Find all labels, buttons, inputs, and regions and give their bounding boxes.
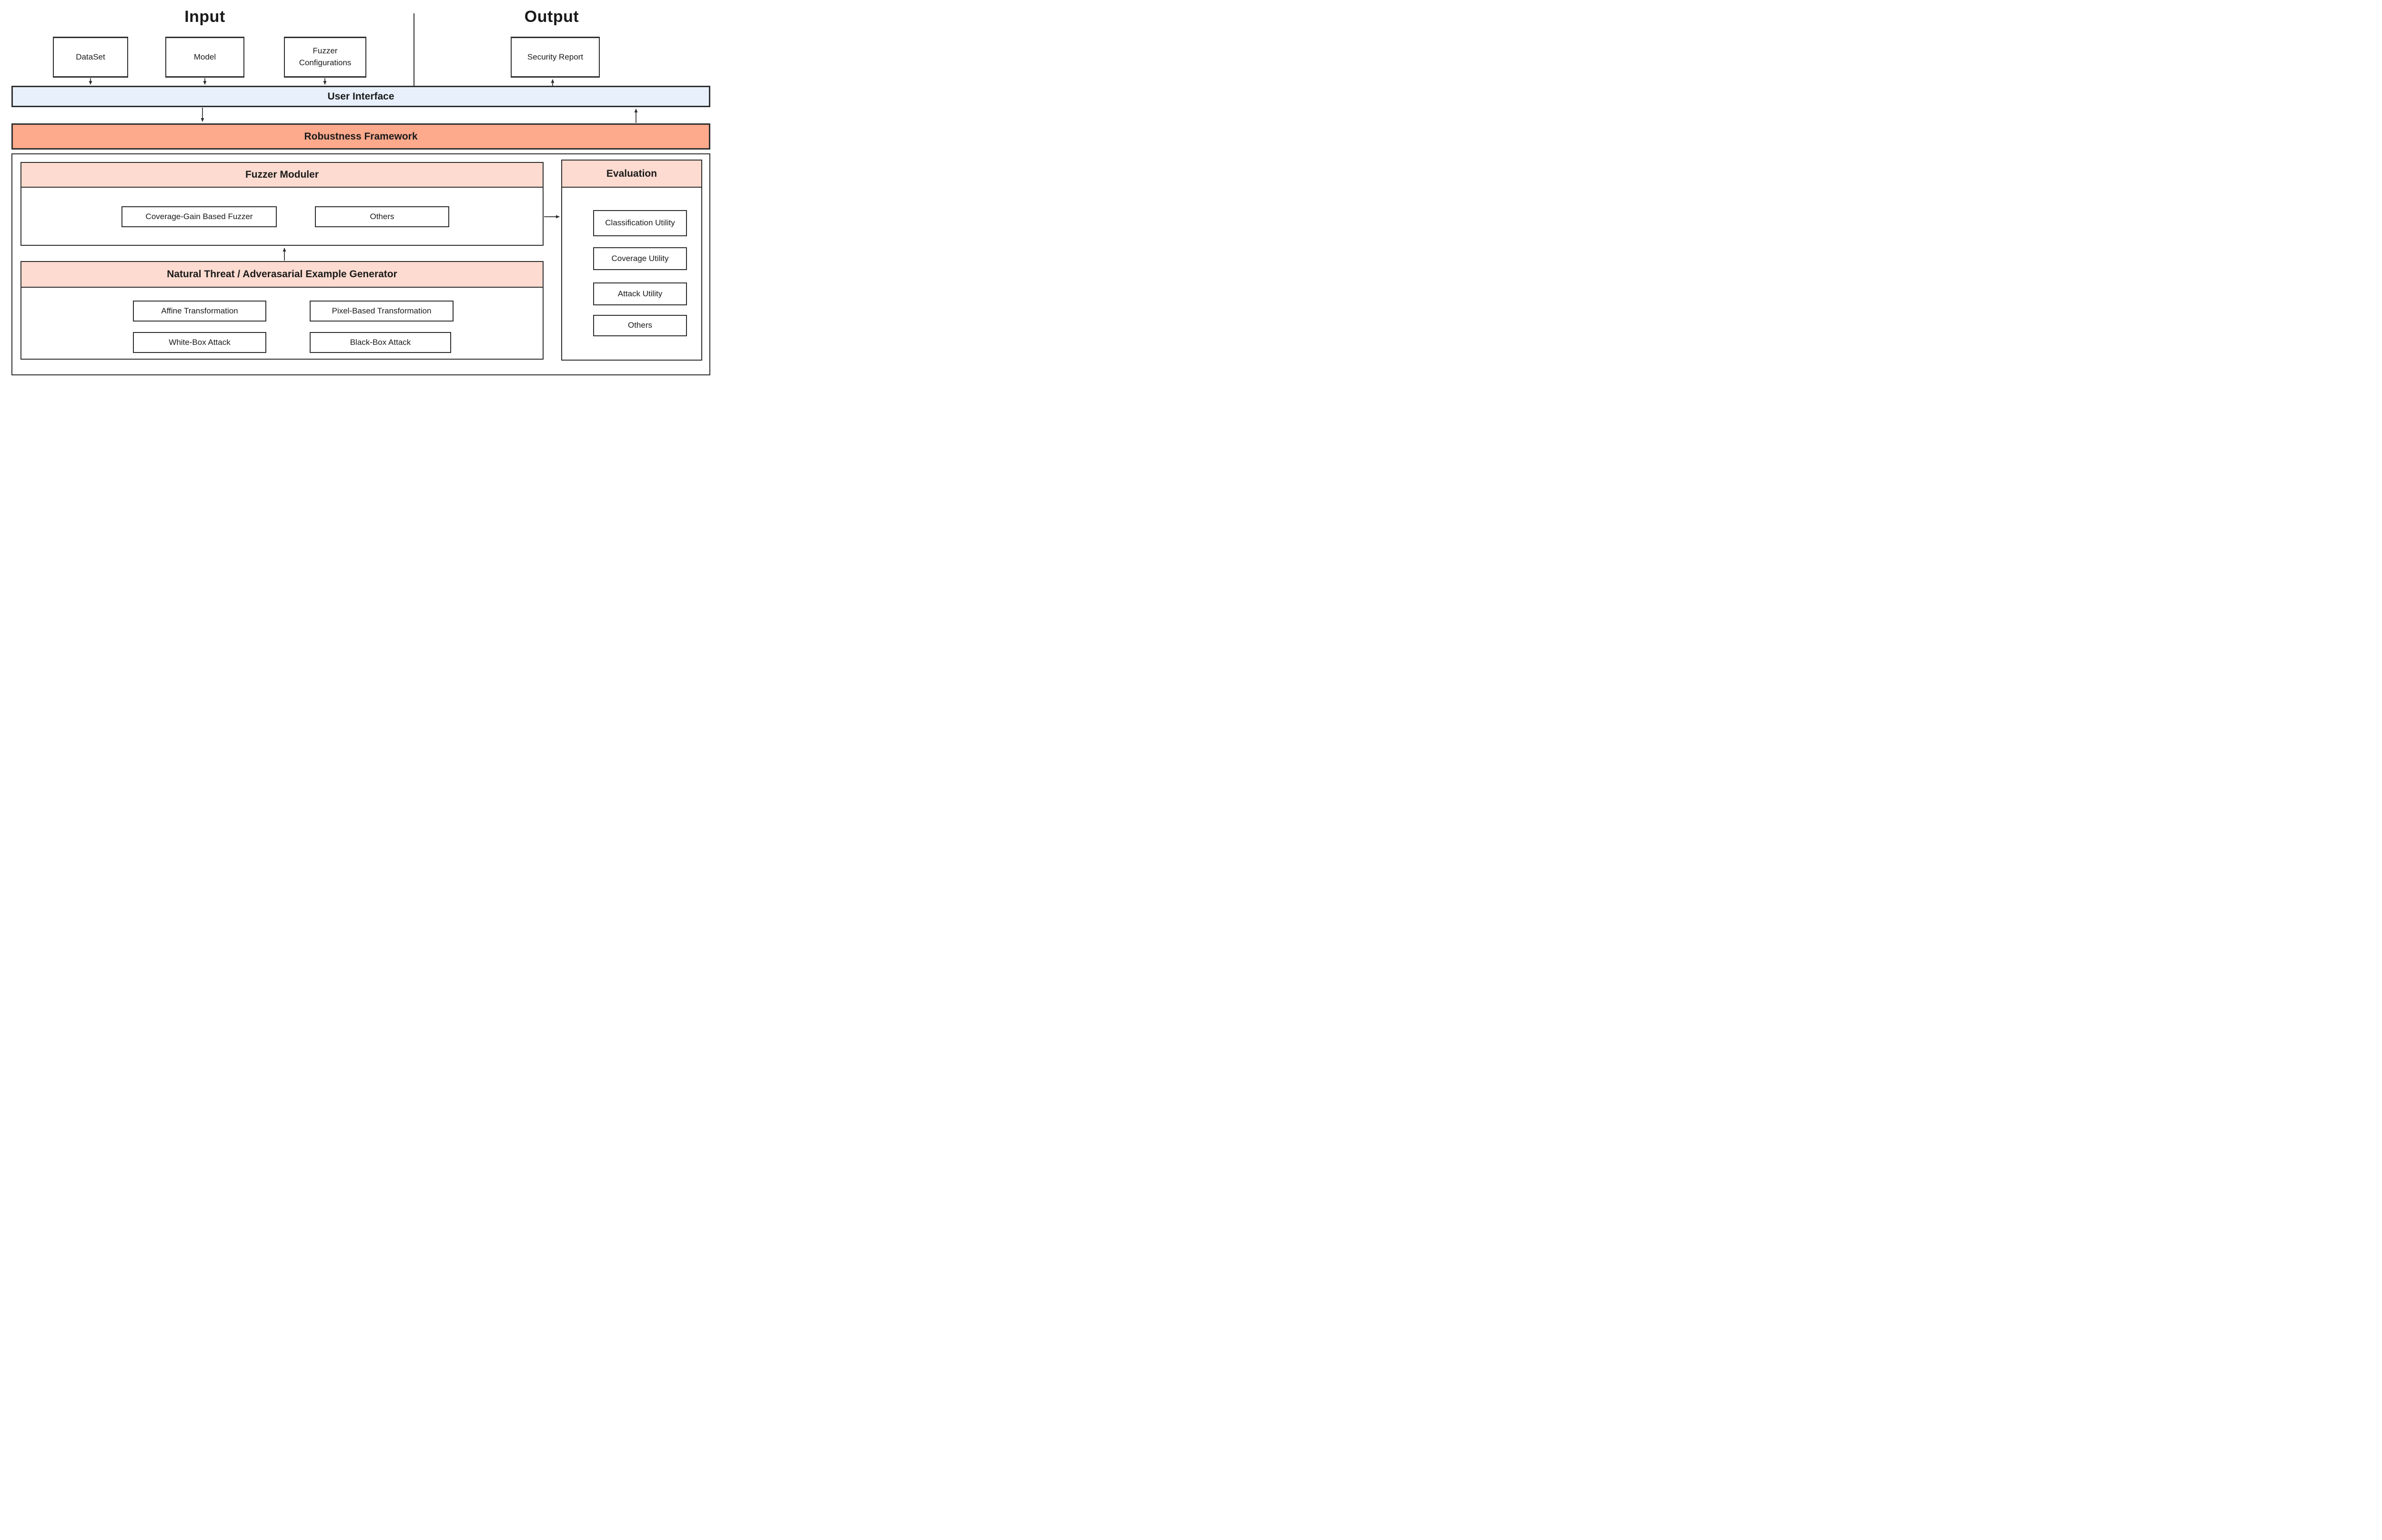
fuzzer-moduler-title: Fuzzer Moduler <box>245 169 319 180</box>
white-box-attack-label: White-Box Attack <box>169 337 231 347</box>
black-box-attack-box: Black-Box Attack <box>310 332 451 353</box>
architecture-diagram: Input Output DataSet Model Fuzzer Config… <box>0 0 726 385</box>
coverage-gain-fuzzer-box: Coverage-Gain Based Fuzzer <box>121 206 277 227</box>
fuzzer-moduler-section: Fuzzer Moduler <box>20 162 544 246</box>
generator-section: Natural Threat / Adverasarial Example Ge… <box>20 261 544 360</box>
output-title: Output <box>524 8 579 26</box>
evaluation-others-label: Others <box>627 321 653 330</box>
classification-utility-label: Classification Utility <box>605 218 675 228</box>
dataset-label: DataSet <box>76 52 105 61</box>
attack-utility-box: Attack Utility <box>593 282 687 305</box>
fuzzer-others-label: Others <box>370 211 394 221</box>
pixel-based-transformation-label: Pixel-Based Transformation <box>332 306 432 315</box>
pixel-based-transformation-box: Pixel-Based Transformation <box>310 301 454 322</box>
classification-utility-box: Classification Utility <box>593 210 687 236</box>
security-report-label: Security Report <box>527 52 584 61</box>
affine-transformation-label: Affine Transformation <box>161 306 238 315</box>
black-box-attack-label: Black-Box Attack <box>350 337 411 347</box>
coverage-utility-box: Coverage Utility <box>593 247 687 270</box>
attack-utility-label: Attack Utility <box>617 289 663 298</box>
fuzzer-moduler-header: Fuzzer Moduler <box>21 163 543 188</box>
fuzzer-configurations-label: Fuzzer Configurations <box>299 46 352 67</box>
user-interface-bar: User Interface <box>11 86 710 107</box>
evaluation-header: Evaluation <box>562 161 701 188</box>
white-box-attack-box: White-Box Attack <box>133 332 266 353</box>
coverage-gain-fuzzer-label: Coverage-Gain Based Fuzzer <box>145 211 253 221</box>
coverage-utility-label: Coverage Utility <box>611 253 669 263</box>
fuzzer-others-box: Others <box>315 206 449 227</box>
dataset-box: DataSet <box>53 37 128 78</box>
model-box: Model <box>165 37 244 78</box>
generator-title: Natural Threat / Adverasarial Example Ge… <box>167 269 397 280</box>
security-report-box: Security Report <box>511 37 600 78</box>
affine-transformation-box: Affine Transformation <box>133 301 266 322</box>
evaluation-title: Evaluation <box>606 168 657 179</box>
model-label: Model <box>193 52 216 61</box>
input-title: Input <box>184 8 225 26</box>
fuzzer-configurations-box: Fuzzer Configurations <box>284 37 366 78</box>
robustness-framework-bar: Robustness Framework <box>11 123 710 150</box>
user-interface-label: User Interface <box>327 91 394 102</box>
robustness-framework-label: Robustness Framework <box>304 131 418 142</box>
evaluation-others-box: Others <box>593 315 687 336</box>
generator-header: Natural Threat / Adverasarial Example Ge… <box>21 262 543 288</box>
